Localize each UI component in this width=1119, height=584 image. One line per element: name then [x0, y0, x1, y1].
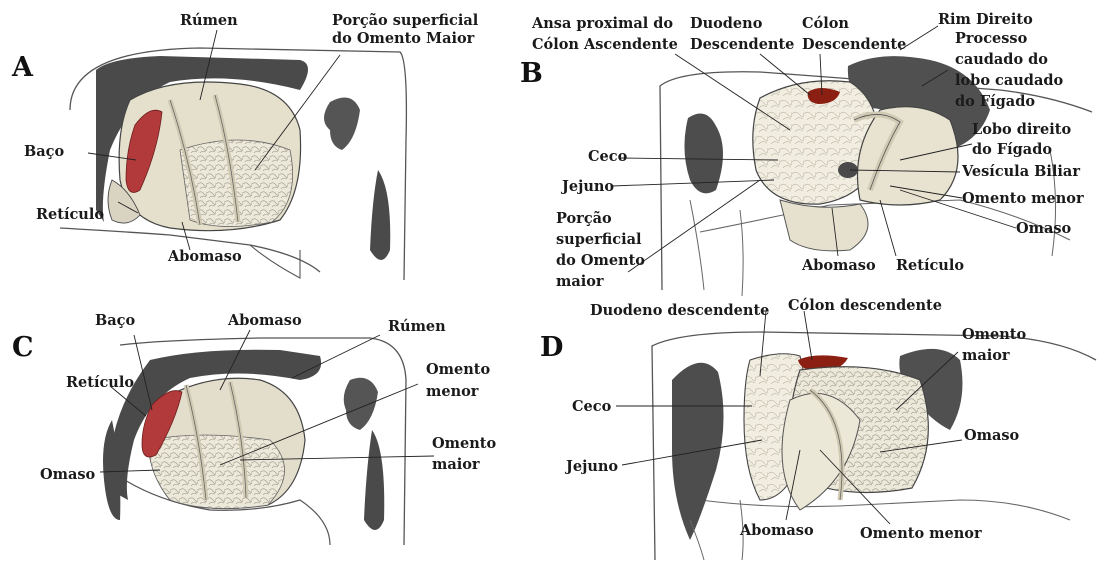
label-d-duodeno: Duodeno descendente	[590, 302, 769, 319]
label-b-duodeno-line1: Duodeno	[690, 15, 762, 32]
panel-d-letter: D	[540, 332, 563, 363]
label-c-omento-menor-line2: menor	[426, 383, 478, 400]
label-c-abomaso: Abomaso	[228, 312, 302, 329]
label-b-ceco: Ceco	[588, 148, 627, 165]
label-d-omaso: Omaso	[964, 427, 1019, 444]
panel-c-illustration	[103, 338, 406, 545]
panel-a-diaphragm-mass	[324, 98, 360, 151]
label-b-processo-line4: do Fígado	[955, 93, 1035, 110]
label-a-omento-maior-line1: Porção superficial	[332, 12, 478, 29]
label-c-omento-maior-line1: Omento	[432, 435, 496, 452]
label-d-omento-menor: Omento menor	[860, 525, 982, 542]
label-b-ansa-line1: Ansa proximal do	[532, 15, 673, 32]
panel-c-letter: C	[12, 332, 34, 363]
label-d-abomaso: Abomaso	[740, 522, 814, 539]
label-d-colon: Cólon descendente	[788, 297, 942, 314]
panel-a-leg	[250, 245, 300, 278]
label-b-omento-menor: Omento menor	[962, 190, 1084, 207]
panel-a-letter: A	[12, 52, 33, 83]
label-c-baco: Baço	[95, 312, 135, 329]
label-b-omaso: Omaso	[1016, 220, 1071, 237]
panel-a-illustration	[60, 48, 406, 280]
panel-b-letter: B	[520, 58, 543, 89]
label-d-ceco: Ceco	[572, 398, 611, 415]
panel-b-diaphragm-left	[684, 114, 723, 194]
label-a-omento-maior-line2: do Omento Maior	[332, 30, 474, 47]
label-b-porcao-line1: Porção	[556, 210, 612, 227]
panel-b-abomasum	[780, 200, 868, 251]
label-a-abomaso: Abomaso	[168, 248, 242, 265]
label-b-duodeno-line2: Descendente	[690, 36, 794, 53]
label-b-processo-line1: Processo	[955, 30, 1027, 47]
label-d-omento-maior-line2: maior	[962, 347, 1010, 364]
panel-c-diaphragm-mass	[344, 378, 378, 430]
label-c-reticulo: Retículo	[66, 374, 134, 391]
label-b-lobo-line2: do Fígado	[972, 141, 1052, 158]
label-d-omento-maior-line1: Omento	[962, 326, 1026, 343]
label-a-rumen: Rúmen	[180, 12, 238, 29]
label-b-porcao-line2: superficial	[556, 231, 642, 248]
label-d-jejuno: Jejuno	[566, 458, 618, 475]
label-c-omaso: Omaso	[40, 466, 95, 483]
label-b-lobo-line1: Lobo direito	[972, 121, 1071, 138]
label-b-processo-line2: caudado do	[955, 51, 1048, 68]
label-c-omento-maior-line2: maior	[432, 456, 480, 473]
label-b-reticulo: Retículo	[896, 257, 964, 274]
panel-c-omentum	[149, 435, 284, 509]
label-b-vesicula: Vesícula Biliar	[962, 163, 1080, 180]
label-a-baco: Baço	[24, 143, 64, 160]
label-b-processo-line3: lobo caudado	[955, 72, 1063, 89]
label-b-ansa-line2: Cólon Ascendente	[532, 36, 678, 53]
label-b-rim: Rim Direito	[938, 11, 1033, 28]
label-a-reticulo: Retículo	[36, 206, 104, 223]
label-b-porcao-line4: maior	[556, 273, 604, 290]
label-b-porcao-line3: do Omento	[556, 252, 645, 269]
label-c-omento-menor-line1: Omento	[426, 361, 490, 378]
label-b-colon-line2: Descendente	[802, 36, 906, 53]
label-b-jejuno: Jejuno	[562, 178, 614, 195]
label-b-colon-line1: Cólon	[802, 15, 849, 32]
label-b-abomaso: Abomaso	[802, 257, 876, 274]
label-c-rumen: Rúmen	[388, 318, 446, 335]
